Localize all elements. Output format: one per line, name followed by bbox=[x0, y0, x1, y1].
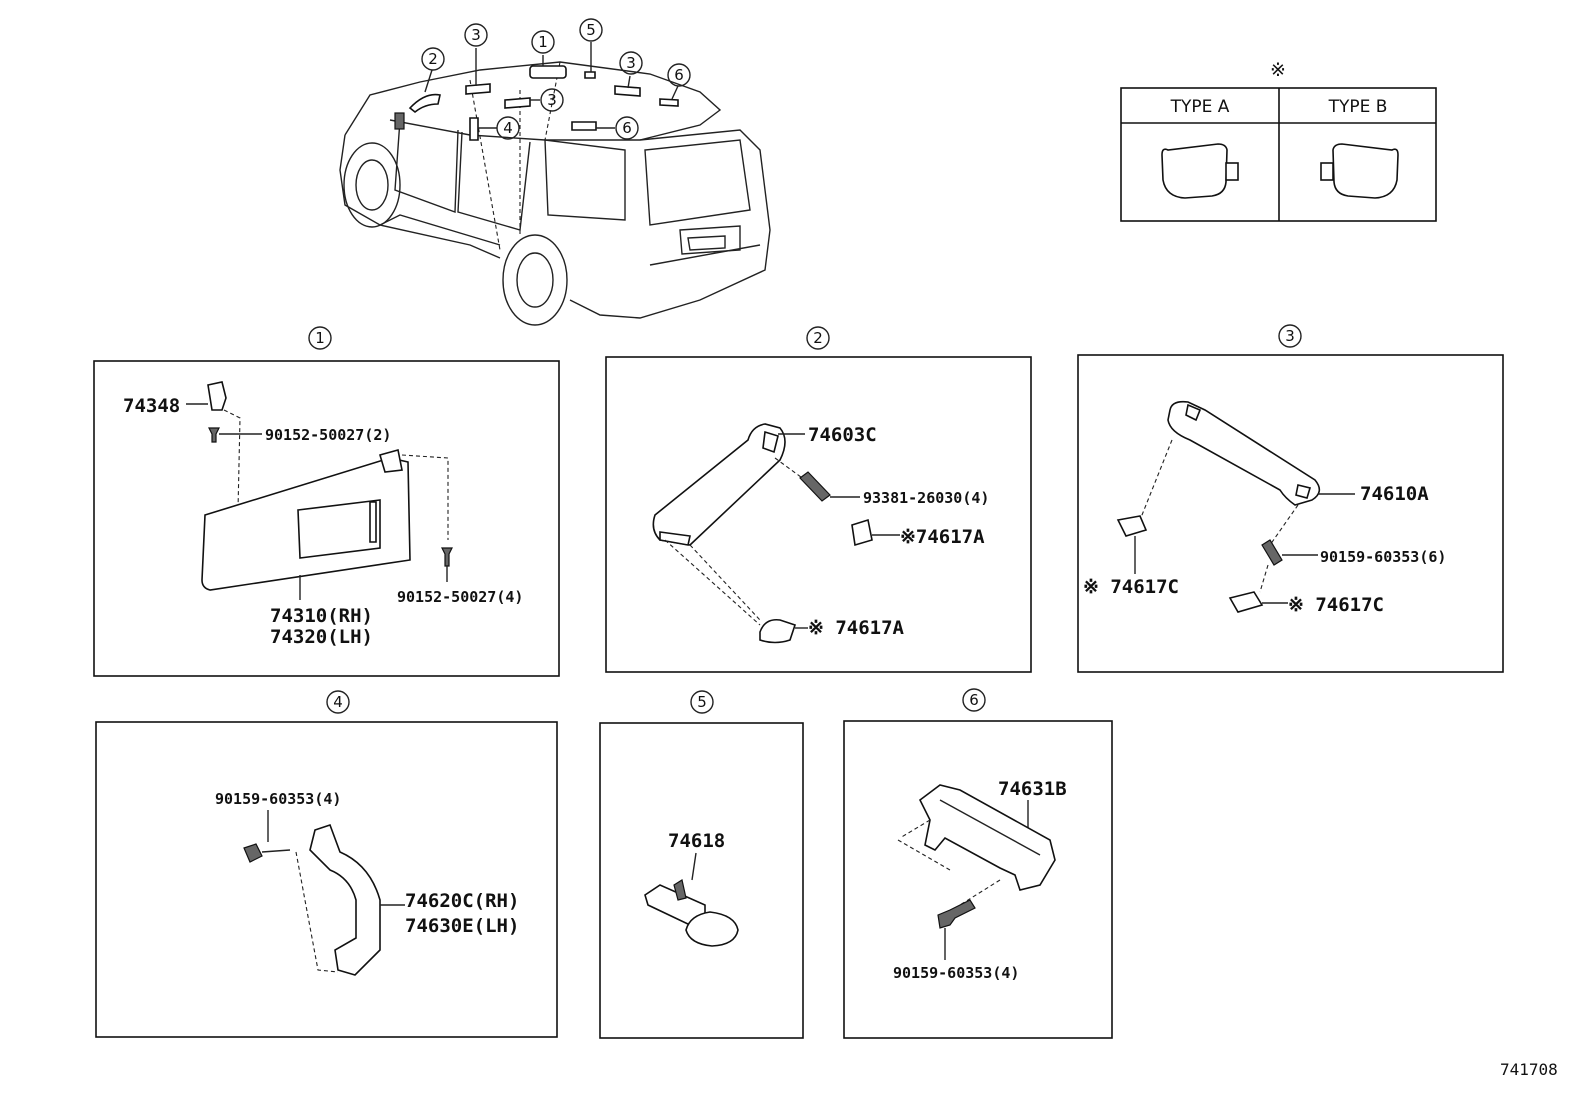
label-90159-60353-4-p6: 90159-60353(4) bbox=[893, 964, 1019, 982]
coat-hook-cover bbox=[685, 911, 739, 947]
vehicle-callout-3a: 3 bbox=[464, 23, 488, 47]
svg-text:3: 3 bbox=[626, 54, 636, 72]
label-74618: 74618 bbox=[668, 830, 725, 852]
figure-id: 741708 bbox=[1500, 1060, 1558, 1079]
label-74348: 74348 bbox=[123, 395, 180, 417]
label-90159-60353-6: 90159-60353(6) bbox=[1320, 548, 1446, 566]
svg-text:1: 1 bbox=[315, 329, 325, 347]
panel-5-number: 5 bbox=[690, 690, 714, 714]
label-74610a: 74610A bbox=[1360, 483, 1429, 505]
svg-text:1: 1 bbox=[538, 33, 548, 51]
panel-4-assist-grip: 4 90159-60353(4) 74620C(RH) 74630E(LH) bbox=[95, 690, 558, 1038]
visor-screw-top bbox=[208, 427, 220, 443]
visor-screw-bottom bbox=[441, 547, 453, 567]
panel-4-number: 4 bbox=[326, 690, 350, 714]
label-74617a-lower: ※ 74617A bbox=[808, 617, 905, 639]
vehicle-callout-2: 2 bbox=[421, 47, 445, 71]
assist-grip-74610a bbox=[1167, 400, 1321, 506]
label-74617c-right: ※ 74617C bbox=[1288, 594, 1384, 616]
svg-text:5: 5 bbox=[697, 693, 707, 711]
visor-bracket bbox=[207, 381, 227, 411]
vehicle-overview: 1 2 3 3 3 4 5 6 6 bbox=[339, 18, 771, 326]
panel-1-number: 1 bbox=[308, 326, 332, 350]
vehicle-callout-3b: 3 bbox=[540, 88, 564, 112]
grip-screw bbox=[799, 471, 831, 502]
label-74617c-left: ※ 74617C bbox=[1083, 576, 1179, 598]
svg-text:4: 4 bbox=[503, 119, 513, 137]
label-74320-lh: 74320(LH) bbox=[270, 626, 373, 648]
visor-mirror bbox=[297, 499, 381, 559]
vehicle-callout-5: 5 bbox=[579, 18, 603, 42]
type-b-header: TYPE B bbox=[1328, 97, 1388, 117]
assist-grip-74603c bbox=[652, 423, 786, 546]
vehicle-callout-6a: 6 bbox=[667, 63, 691, 87]
label-74631b: 74631B bbox=[998, 778, 1067, 800]
rail-74631b bbox=[918, 784, 1056, 891]
cover-74617a-upper bbox=[851, 518, 873, 547]
cover-74617a-lower bbox=[759, 618, 797, 644]
svg-text:3: 3 bbox=[471, 26, 481, 44]
panel-1-sun-visor: 1 74348 90152-50027(2) 90152-50027(4) 74… bbox=[93, 326, 560, 677]
grip-screw-3 bbox=[1261, 539, 1283, 566]
label-74603c: 74603C bbox=[808, 424, 877, 446]
vehicle-callout-6b: 6 bbox=[615, 116, 639, 140]
type-table-mark: ※ bbox=[1270, 59, 1286, 81]
vehicle-callout-1: 1 bbox=[531, 30, 555, 54]
svg-text:4: 4 bbox=[333, 693, 343, 711]
label-74617a-upper: ※74617A bbox=[900, 526, 985, 548]
label-74620c-rh: 74620C(RH) bbox=[405, 890, 519, 912]
vehicle-callout-4: 4 bbox=[496, 116, 520, 140]
label-74310-rh: 74310(RH) bbox=[270, 605, 373, 627]
panel-6-rail: 6 74631B 90159-60353(4) bbox=[843, 688, 1113, 1039]
svg-text:2: 2 bbox=[428, 50, 438, 68]
panel-3-assist-grip: 3 74610A ※ 74617C 90159-60353(6) ※ 74617… bbox=[1077, 324, 1504, 673]
type-a-cover bbox=[1161, 143, 1239, 199]
clip-74617c-left bbox=[1116, 515, 1148, 537]
panel-2-number: 2 bbox=[806, 326, 830, 350]
label-93381-26030-4: 93381-26030(4) bbox=[863, 489, 989, 507]
label-90159-60353-4-p4: 90159-60353(4) bbox=[215, 790, 341, 808]
label-74630e-lh: 74630E(LH) bbox=[405, 915, 519, 937]
panel-3-number: 3 bbox=[1278, 324, 1302, 348]
type-b-cover bbox=[1320, 143, 1399, 199]
svg-text:3: 3 bbox=[547, 91, 557, 109]
svg-text:3: 3 bbox=[1285, 327, 1295, 345]
panel-6-number: 6 bbox=[962, 688, 986, 712]
panel-5-coat-hook: 5 74618 bbox=[599, 690, 804, 1039]
svg-text:6: 6 bbox=[622, 119, 632, 137]
label-90152-50027-2: 90152-50027(2) bbox=[265, 426, 391, 444]
type-a-header: TYPE A bbox=[1170, 97, 1230, 117]
type-table: ※ TYPE A TYPE B bbox=[1120, 59, 1437, 222]
svg-text:6: 6 bbox=[969, 691, 979, 709]
rail-screw bbox=[937, 899, 976, 929]
grip-screw-4 bbox=[243, 843, 263, 863]
panel-2-assist-grip: 2 74603C 93381-26030(4) ※74617A ※ 74617A bbox=[605, 326, 1032, 673]
clip-74617c-right bbox=[1228, 591, 1264, 613]
assist-grip-74620c bbox=[309, 823, 381, 976]
svg-text:5: 5 bbox=[586, 21, 596, 39]
vehicle-callout-3c: 3 bbox=[619, 51, 643, 75]
svg-text:2: 2 bbox=[813, 329, 823, 347]
svg-text:6: 6 bbox=[674, 66, 684, 84]
label-90152-50027-4: 90152-50027(4) bbox=[397, 588, 523, 606]
